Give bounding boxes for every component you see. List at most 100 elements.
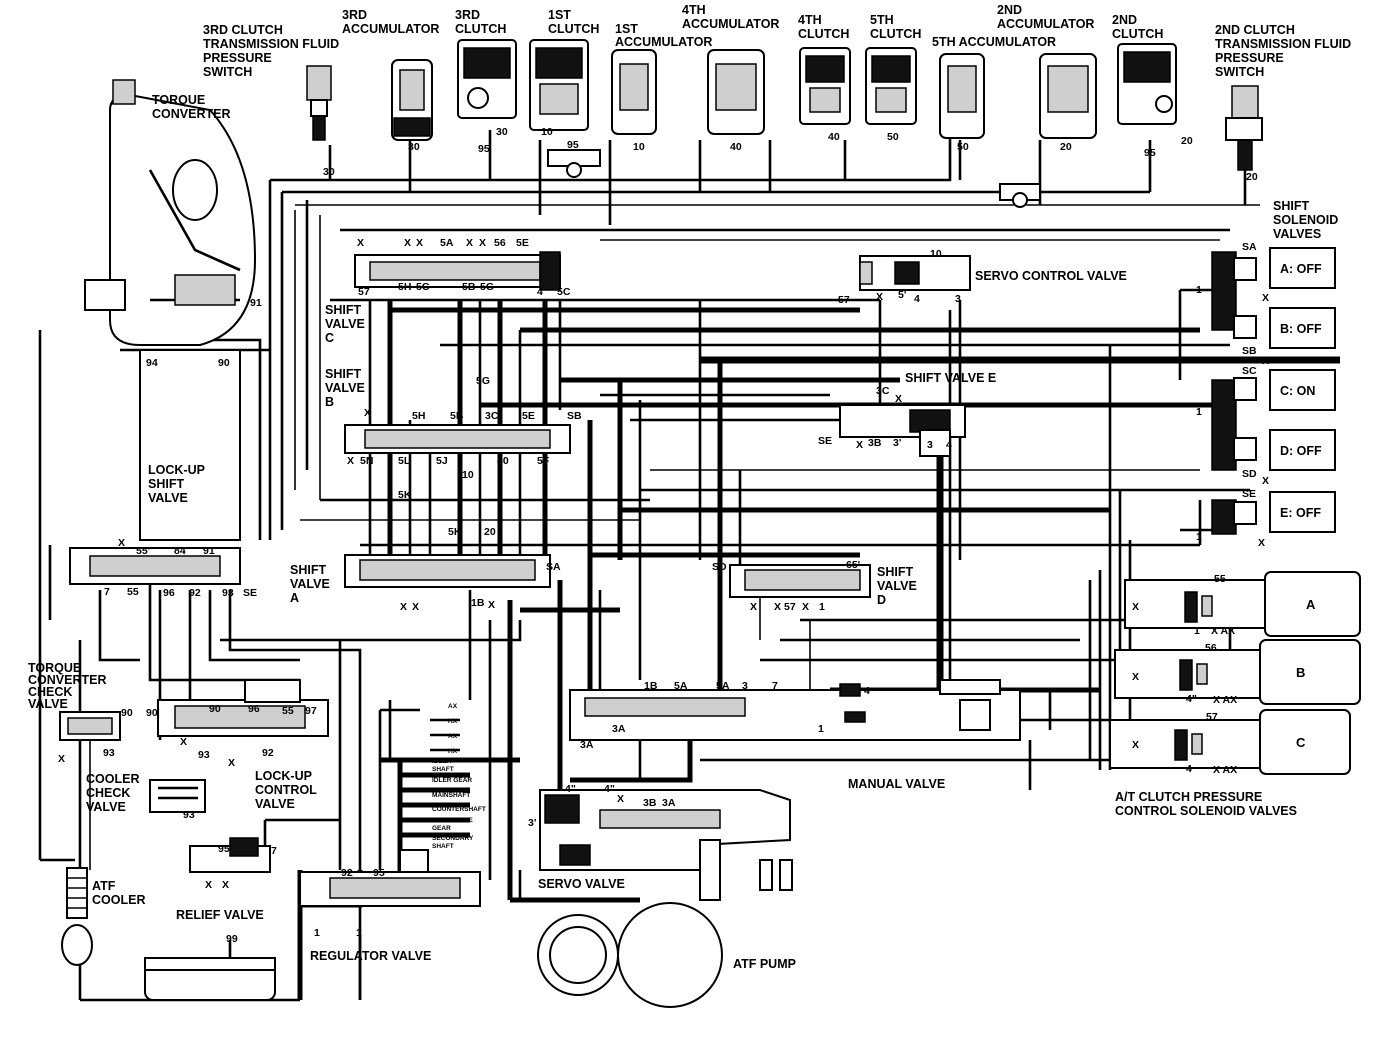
label-torque-converter-a: TORQUE [152, 93, 205, 107]
label-servo-valve: SERVO VALVE [538, 877, 625, 891]
port-label: 3' [528, 817, 536, 829]
solenoid-d-box [1269, 429, 1336, 471]
label-shift-valve-a-b: VALVE [290, 577, 330, 591]
label-3rd-switch-b: TRANSMISSION FLUID [203, 37, 339, 51]
port-label: 5J [436, 455, 448, 467]
port-label: 40 [497, 455, 509, 467]
label-3rd-clutch-b: CLUTCH [455, 22, 506, 36]
port-label: 20 [1181, 135, 1193, 147]
solenoid-b-state: B: OFF [1280, 322, 1322, 336]
port-label: X [1258, 537, 1265, 549]
label-torque-converter-b: CONVERTER [152, 107, 230, 121]
port-label: 93 [183, 809, 195, 821]
port-label: 95 [567, 139, 579, 151]
port-label: SB [1242, 345, 1257, 357]
port-label: SE [243, 587, 257, 599]
solenoid-state-labels: A: OFF B: OFF C: ON D: OFF E: OFF [1280, 262, 1322, 520]
pressure-switch-2nd [1225, 85, 1263, 171]
port-label: 10 [462, 469, 474, 481]
port-label: X [412, 601, 419, 613]
label-shift-valve-a-a: SHIFT [290, 563, 326, 577]
port-label: 7 [772, 680, 778, 692]
port-label: 84 [174, 545, 186, 557]
label-regulator-valve: REGULATOR VALVE [310, 949, 431, 963]
port-label: 30 [323, 166, 335, 178]
label-shift-valve-c-a: SHIFT [325, 303, 361, 317]
port-label: 5E [516, 237, 529, 249]
port-label: 5C [557, 286, 571, 298]
label-5th-accumulator: 5TH ACCUMULATOR [932, 35, 1056, 49]
shaft-label: SECONDARY [432, 835, 474, 842]
shaft-label: SHAFT [432, 766, 454, 773]
port-label: 5A [440, 237, 454, 249]
solenoid-b-box [1269, 307, 1336, 349]
port-label: X [1132, 601, 1139, 613]
port-label: 90 [121, 707, 133, 719]
shaft-label: HX [448, 748, 458, 755]
manual-valve-body [569, 679, 1021, 741]
label-2nd-clutch-a: 2ND [1112, 13, 1137, 27]
port-label: X AX [1211, 625, 1235, 637]
port-label: 10 [541, 126, 553, 138]
lock-up-shift-valve-body [69, 547, 241, 585]
port-label: 5E [522, 410, 535, 422]
label-lock-up-shift-b: SHIFT [148, 477, 184, 491]
accumulator-4th [707, 49, 765, 135]
label-atf-cooler-a: ATF [92, 879, 116, 893]
port-label: 56 [494, 237, 506, 249]
port-label: X [364, 407, 371, 419]
solenoid-a-state: A: OFF [1280, 262, 1322, 276]
port-label: 97 [305, 705, 317, 717]
label-cooler-check-b: CHECK [86, 786, 130, 800]
pcs-a-label: A [1306, 597, 1316, 612]
port-label: X [228, 757, 235, 769]
clutch-5th [865, 47, 917, 125]
port-label: 7 [271, 845, 277, 857]
label-tc-check-d: VALVE [28, 697, 68, 711]
port-label: X AX [1213, 764, 1237, 776]
port-label: X [876, 291, 883, 303]
label-shift-valve-c-b: VALVE [325, 317, 365, 331]
port-label: 55 [1214, 573, 1226, 585]
port-label: SE [1242, 488, 1256, 500]
label-shift-valve-c-c: C [325, 331, 334, 345]
atf-pump-body [537, 902, 723, 1008]
port-label: 4 [537, 286, 543, 298]
port-label: 40 [828, 131, 840, 143]
port-label: X [180, 736, 187, 748]
atf-cooler-body [61, 867, 93, 966]
port-label: 94 [146, 357, 158, 369]
port-label: 93 [198, 749, 210, 761]
shaft-label: IDLER [432, 758, 452, 765]
torque-converter [84, 79, 257, 346]
label-2nd-clutch-b: CLUTCH [1112, 27, 1163, 41]
clutch-4th [799, 47, 851, 125]
port-label: 3 [927, 439, 933, 451]
label-lock-up-control-b: CONTROL [255, 783, 317, 797]
pcs-c [1109, 709, 1351, 775]
port-label: 95 [478, 143, 490, 155]
port-label: 55 [282, 705, 294, 717]
label-3rd-accumulator-a: 3RD [342, 8, 367, 22]
label-2nd-switch-d: SWITCH [1215, 65, 1264, 79]
port-label: X [802, 601, 809, 613]
port-label: X [357, 237, 364, 249]
label-shift-valve-d-b: VALVE [877, 579, 917, 593]
label-relief-valve: RELIEF VALVE [176, 908, 264, 922]
port-label: 1 [1194, 625, 1200, 637]
port-label: X [400, 601, 407, 613]
label-shift-valve-d-c: D [877, 593, 886, 607]
label-tc-check-a: TORQUE [28, 661, 81, 675]
port-label: 20 [484, 526, 496, 538]
port-label: 4" [604, 783, 615, 795]
label-3rd-switch-a: 3RD CLUTCH [203, 23, 283, 37]
port-label: X [1262, 475, 1269, 487]
port-label: X [488, 599, 495, 611]
shaft-label: AX [448, 703, 458, 710]
port-label: 3 [742, 680, 748, 692]
port-label: 1 [819, 601, 825, 613]
port-label: 5C [416, 281, 430, 293]
port-label: 95 [218, 843, 230, 855]
port-label: 92 [189, 587, 201, 599]
port-label: 50 [957, 141, 969, 153]
